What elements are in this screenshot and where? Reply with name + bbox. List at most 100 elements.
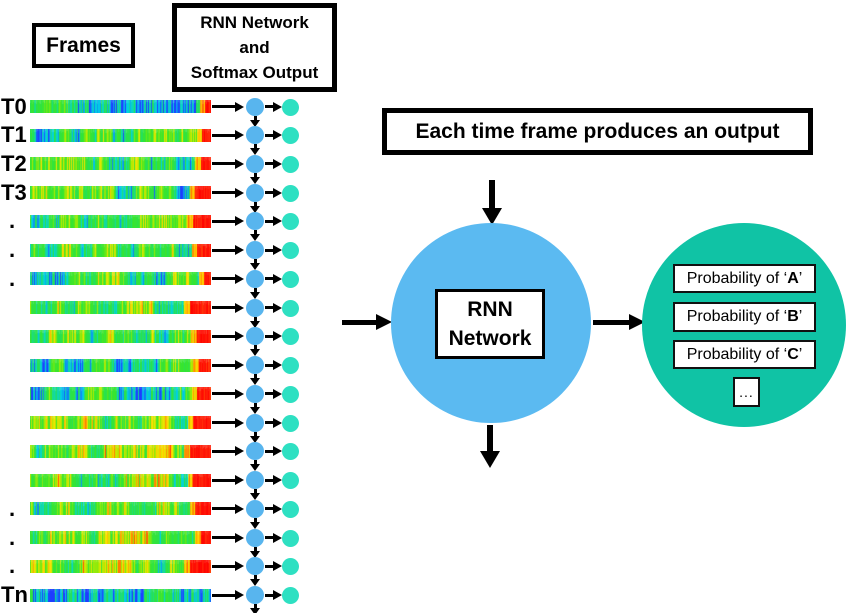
arrow-strip-to-rnn-node bbox=[212, 532, 244, 544]
arrow-shaft bbox=[253, 489, 257, 494]
softmax-node bbox=[282, 414, 299, 432]
frame-row-label: T2 bbox=[1, 150, 27, 176]
caption-text: Each time frame produces an output bbox=[415, 119, 780, 143]
softmax-node bbox=[282, 558, 299, 576]
softmax-node bbox=[282, 443, 299, 461]
arrow-shaft bbox=[253, 575, 257, 580]
arrow-head bbox=[250, 579, 260, 587]
frame-row-label: . bbox=[9, 495, 16, 521]
arrow-shaft bbox=[253, 604, 257, 609]
arrow-rnn-node-down bbox=[250, 374, 260, 386]
arrow-head bbox=[629, 314, 645, 330]
arrow-head bbox=[273, 446, 282, 457]
rnn-softmax-title-line1: RNN Network bbox=[200, 13, 309, 32]
arrow-head bbox=[250, 263, 260, 271]
arrow-rnn-node-down bbox=[250, 517, 260, 529]
arrow-strip-to-rnn-node bbox=[212, 101, 244, 113]
rnn-node bbox=[246, 528, 264, 547]
arrow-shaft bbox=[253, 431, 257, 436]
arrow-shaft bbox=[265, 536, 273, 540]
arrow-rnn-node-down bbox=[250, 431, 260, 443]
spectrogram-strip bbox=[30, 244, 211, 257]
probability-box: Probability of ‘B’ bbox=[673, 302, 816, 332]
arrow-head bbox=[235, 245, 244, 256]
arrow-head bbox=[235, 158, 244, 169]
rnn-node bbox=[246, 154, 264, 173]
arrow-shaft bbox=[487, 425, 493, 451]
probability-box: Probability of ‘C’ bbox=[673, 340, 816, 369]
rnn-node bbox=[246, 499, 264, 518]
arrow-shaft bbox=[265, 507, 273, 511]
frame-row-label: . bbox=[9, 553, 16, 579]
arrow-shaft bbox=[212, 334, 235, 338]
arrow-strip-to-rnn-node bbox=[212, 474, 244, 486]
arrow-rnn-node-down bbox=[250, 345, 260, 357]
spectrogram-strip bbox=[30, 589, 211, 602]
softmax-node bbox=[282, 357, 299, 375]
arrow-shaft bbox=[253, 402, 257, 407]
arrow-strip-to-rnn-node bbox=[212, 417, 244, 429]
arrow-shaft bbox=[253, 316, 257, 321]
probability-text: Probability of ‘A’ bbox=[686, 269, 803, 287]
arrow-rnn-node-down bbox=[250, 575, 260, 587]
spectrogram-strip bbox=[30, 330, 211, 343]
arrow-shaft bbox=[265, 133, 273, 137]
rnn-node bbox=[246, 356, 264, 375]
arrow-shaft bbox=[342, 319, 376, 325]
arrow-rnn-node-to-softmax-node bbox=[265, 560, 282, 572]
softmax-node bbox=[282, 242, 299, 260]
arrow-head bbox=[250, 176, 260, 184]
arrow-strip-to-rnn-node bbox=[212, 215, 244, 227]
arrow-rnn-node-down bbox=[250, 460, 260, 472]
arrow-head bbox=[273, 273, 282, 284]
softmax-node bbox=[282, 328, 299, 346]
arrow-rnn-node-down bbox=[250, 259, 260, 271]
arrow-shaft bbox=[265, 363, 273, 367]
arrow-head bbox=[250, 349, 260, 357]
arrow-rnn-node-to-softmax-node bbox=[265, 589, 282, 601]
arrow-rnn-node-to-softmax-node bbox=[265, 244, 282, 256]
arrow-head bbox=[482, 208, 502, 225]
softmax-node bbox=[282, 587, 299, 605]
rnn-node bbox=[246, 269, 264, 288]
frame-row-label: . bbox=[9, 208, 16, 234]
arrow-shaft bbox=[265, 306, 273, 310]
arrow-head bbox=[235, 273, 244, 284]
arrow-rnn-node-to-softmax-node bbox=[265, 330, 282, 342]
rnn-label-line2: Network bbox=[448, 327, 532, 350]
arrow-shaft bbox=[265, 219, 273, 223]
rnn-node bbox=[246, 413, 264, 432]
arrow-shaft bbox=[253, 172, 257, 177]
softmax-node bbox=[282, 270, 299, 288]
rnn-node bbox=[246, 471, 264, 490]
softmax-node bbox=[282, 127, 299, 145]
arrow-rnn-node-to-softmax-node bbox=[265, 445, 282, 457]
spectrogram-strip bbox=[30, 445, 211, 458]
rnn-node bbox=[246, 126, 264, 145]
arrow-head bbox=[250, 464, 260, 472]
spectrogram-strip bbox=[30, 387, 211, 400]
spectrogram-strip bbox=[30, 215, 211, 228]
arrow-shaft bbox=[265, 248, 273, 252]
arrow-shaft bbox=[265, 334, 273, 338]
arrow-head bbox=[273, 503, 282, 514]
spectrogram-strip bbox=[30, 100, 211, 113]
spectrogram-strip bbox=[30, 129, 211, 142]
arrow-head bbox=[250, 320, 260, 328]
arrow-head bbox=[273, 561, 282, 572]
arrow-rnn-node-down bbox=[250, 144, 260, 156]
frame-row-label: T0 bbox=[1, 93, 27, 119]
arrow-head bbox=[250, 119, 260, 127]
rnn-network-label-box: RNN Network bbox=[435, 289, 545, 359]
arrow-head bbox=[235, 331, 244, 342]
arrow-shaft bbox=[253, 201, 257, 206]
arrow-rnn-node-to-softmax-node bbox=[265, 359, 282, 371]
arrow-rnn-node-down bbox=[250, 287, 260, 299]
arrow-head bbox=[235, 187, 244, 198]
arrow-rnn-node-down bbox=[250, 172, 260, 184]
arrow-shaft bbox=[593, 319, 629, 325]
arrow-head bbox=[273, 475, 282, 486]
softmax-node bbox=[282, 529, 299, 547]
arrow-shaft bbox=[265, 593, 273, 597]
frame-row-label: . bbox=[9, 237, 16, 263]
